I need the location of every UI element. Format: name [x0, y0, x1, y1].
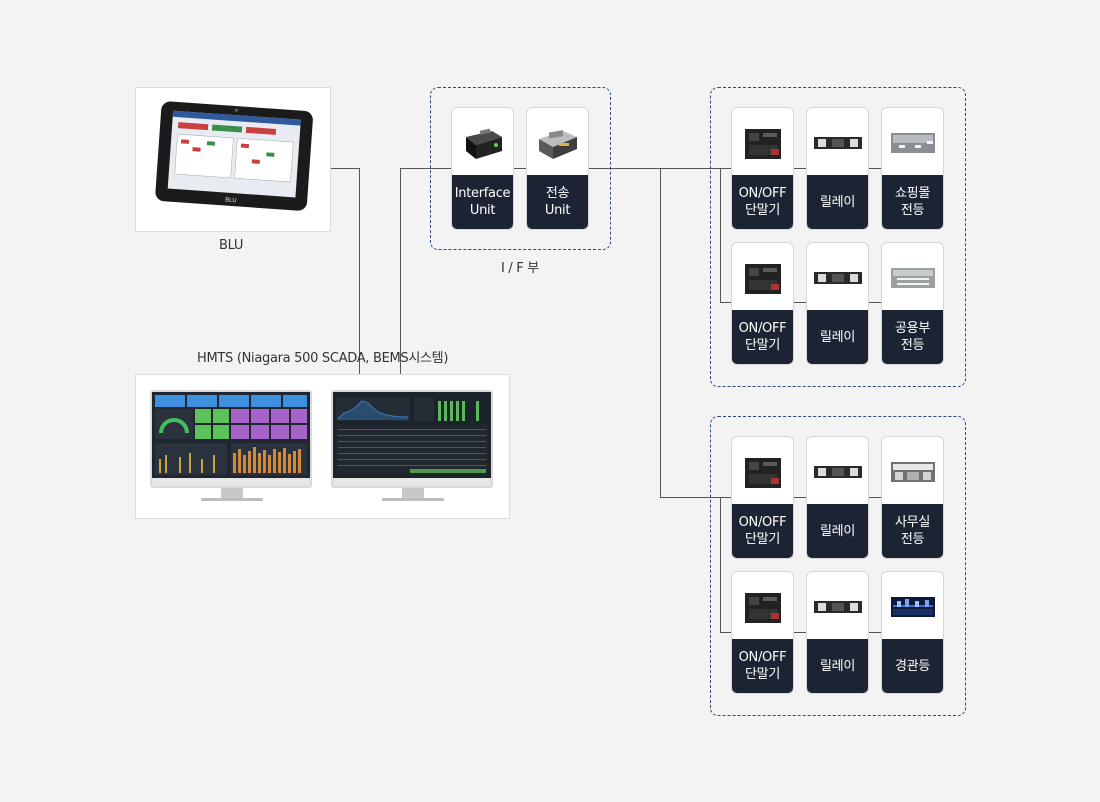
relay-card[interactable]: 릴레이	[806, 242, 869, 365]
relay-card[interactable]: 릴레이	[806, 436, 869, 559]
onoff-terminal-icon	[732, 243, 793, 312]
relay-icon	[807, 108, 868, 177]
wire-to-if	[400, 168, 451, 169]
blu-tablet-brand: BLU	[225, 197, 237, 205]
hmts-frame	[135, 374, 510, 519]
wire-g1-r2b	[869, 302, 881, 303]
relay-card[interactable]: 릴레이	[806, 107, 869, 230]
wire-trunk-to-g2	[660, 497, 731, 498]
wire-g1-r1a	[794, 168, 806, 169]
wire-g1-row2	[720, 302, 731, 303]
onoff-terminal-icon	[732, 572, 793, 641]
hmts-monitor-dashboard	[150, 390, 312, 501]
common-area-light-label: 공용부 전등	[882, 310, 943, 364]
transmission-unit-icon	[527, 108, 588, 177]
device-group-1	[710, 87, 966, 387]
hmts-caption: HMTS (Niagara 500 SCADA, BEMS시스템)	[197, 351, 449, 366]
landscape-light-icon	[882, 572, 943, 641]
shopping-mall-light-icon	[882, 108, 943, 177]
office-light-icon	[882, 437, 943, 506]
wire-g2-r1a	[794, 497, 806, 498]
relay-label: 릴레이	[807, 175, 868, 229]
relay-label: 릴레이	[807, 310, 868, 364]
interface-unit-label: Interface Unit	[452, 175, 513, 229]
shopping-mall-light-card[interactable]: 쇼핑몰 전등	[881, 107, 944, 230]
landscape-light-label: 경관등	[882, 639, 943, 693]
onoff-terminal-icon	[732, 437, 793, 506]
relay-icon	[807, 243, 868, 312]
common-area-light-card[interactable]: 공용부 전등	[881, 242, 944, 365]
relay-label: 릴레이	[807, 504, 868, 558]
wire-g2-r2b	[869, 632, 881, 633]
wire-if-between	[514, 168, 526, 169]
interface-unit-card[interactable]: Interface Unit	[451, 107, 514, 230]
wire-g1-bus	[720, 168, 721, 302]
onoff-terminal-icon	[732, 108, 793, 177]
relay-label: 릴레이	[807, 639, 868, 693]
onoff-terminal-label: ON/OFF 단말기	[732, 639, 793, 693]
wire-blu-right	[330, 168, 360, 169]
if-caption: I / F 부	[501, 261, 539, 276]
relay-icon	[807, 572, 868, 641]
onoff-terminal-card[interactable]: ON/OFF 단말기	[731, 436, 794, 559]
wire-hmts-up	[400, 168, 401, 374]
blu-frame: BLU	[135, 87, 331, 232]
hmts-monitor-trends	[331, 390, 493, 501]
wire-g2-row2	[720, 632, 731, 633]
relay-icon	[807, 437, 868, 506]
transmission-unit-card[interactable]: 전송 Unit	[526, 107, 589, 230]
if-group-box	[430, 87, 611, 250]
onoff-terminal-card[interactable]: ON/OFF 단말기	[731, 571, 794, 694]
relay-card[interactable]: 릴레이	[806, 571, 869, 694]
office-light-card[interactable]: 사무실 전등	[881, 436, 944, 559]
wire-g2-r1b	[869, 497, 881, 498]
wire-g2-r2a	[794, 632, 806, 633]
onoff-terminal-card[interactable]: ON/OFF 단말기	[731, 107, 794, 230]
landscape-light-card[interactable]: 경관등	[881, 571, 944, 694]
device-group-2	[710, 416, 966, 716]
blu-tablet-image: BLU	[155, 101, 313, 211]
common-area-light-icon	[882, 243, 943, 312]
transmission-unit-label: 전송 Unit	[527, 175, 588, 229]
onoff-terminal-label: ON/OFF 단말기	[732, 175, 793, 229]
wire-blu-down	[359, 168, 360, 374]
office-light-label: 사무실 전등	[882, 504, 943, 558]
blu-caption: BLU	[219, 238, 244, 253]
wire-g1-r1b	[869, 168, 881, 169]
wire-g1-r2a	[794, 302, 806, 303]
onoff-terminal-label: ON/OFF 단말기	[732, 310, 793, 364]
wire-trunk-down	[660, 168, 661, 497]
interface-unit-icon	[452, 108, 513, 177]
wire-g2-bus	[720, 497, 721, 632]
onoff-terminal-card[interactable]: ON/OFF 단말기	[731, 242, 794, 365]
shopping-mall-light-label: 쇼핑몰 전등	[882, 175, 943, 229]
onoff-terminal-label: ON/OFF 단말기	[732, 504, 793, 558]
